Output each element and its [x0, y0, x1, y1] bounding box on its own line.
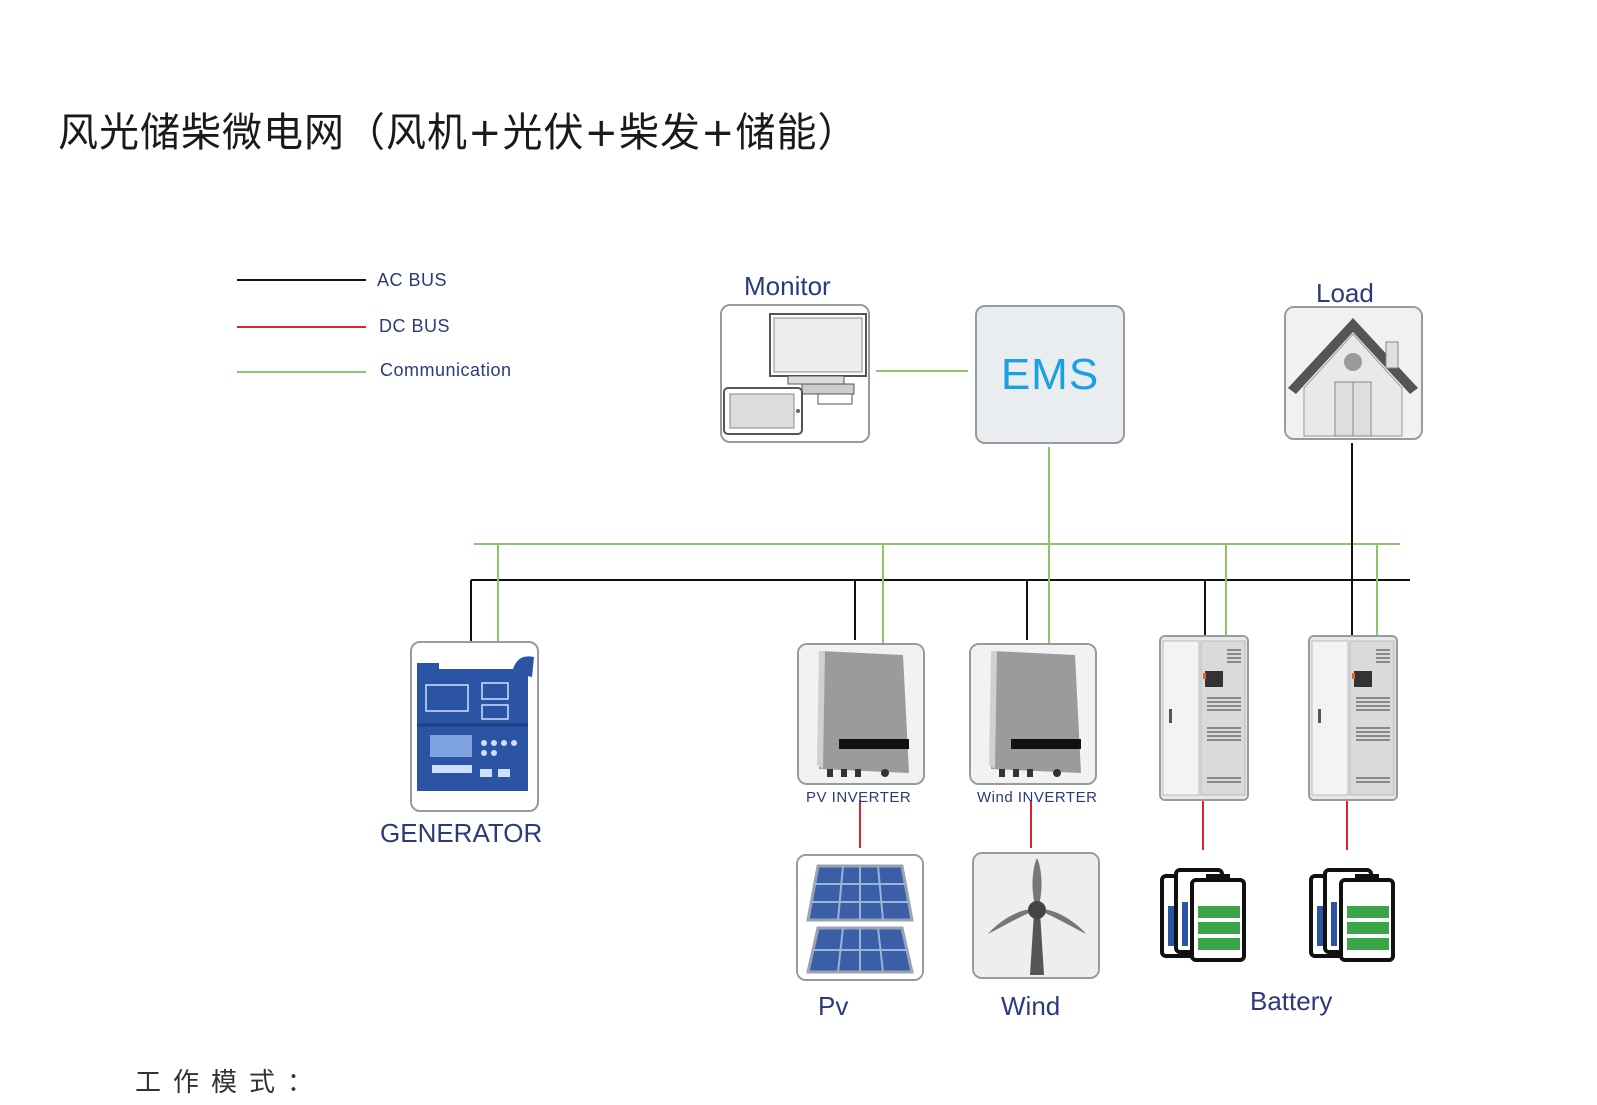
- battery-pack-icon-2: [1309, 868, 1395, 962]
- panel-top: [806, 864, 914, 922]
- inverter-icon: [971, 645, 1095, 783]
- wind-inverter-label: Wind INVERTER: [977, 789, 1098, 806]
- page-title: 风光储柴微电网（风机+光伏+柴发+储能）: [58, 110, 859, 156]
- legend-ac-label: AC BUS: [377, 270, 448, 290]
- cabinet-icon: [1310, 637, 1396, 799]
- generator-node: [410, 641, 539, 812]
- battery-label: Battery: [1250, 986, 1333, 1016]
- generator-label: GENERATOR: [380, 818, 543, 848]
- pv-label: Pv: [818, 991, 849, 1021]
- footer-text: 工作模式：: [135, 1068, 326, 1098]
- pv-node: [796, 854, 924, 981]
- generator-controller-icon: [417, 656, 534, 791]
- battery-cabinet-1: [1159, 635, 1249, 801]
- ems-node: EMS: [975, 305, 1125, 444]
- solar-panel-icon: [798, 856, 922, 979]
- wind-label: Wind: [1001, 991, 1061, 1021]
- panel-bottom: [806, 926, 914, 974]
- battery-pack-icon-1: [1160, 868, 1246, 962]
- load-node: [1284, 306, 1423, 440]
- house-icon: [1286, 308, 1421, 438]
- inverter-icon: [799, 645, 923, 783]
- legend-comm-label: Communication: [380, 360, 512, 380]
- pv-inverter-node: [797, 643, 925, 785]
- pv-inverter-label: PV INVERTER: [806, 789, 912, 806]
- cabinet-icon: [1161, 637, 1247, 799]
- wind-inverter-node: [969, 643, 1097, 785]
- monitor-label: Monitor: [744, 271, 831, 301]
- monitor-node: [720, 304, 870, 443]
- load-label: Load: [1316, 278, 1374, 308]
- battery-cabinet-2: [1308, 635, 1398, 801]
- wind-turbine-icon: [974, 854, 1098, 977]
- wind-node: [972, 852, 1100, 979]
- monitor-icon: [723, 313, 867, 435]
- legend-dc-label: DC BUS: [379, 316, 451, 336]
